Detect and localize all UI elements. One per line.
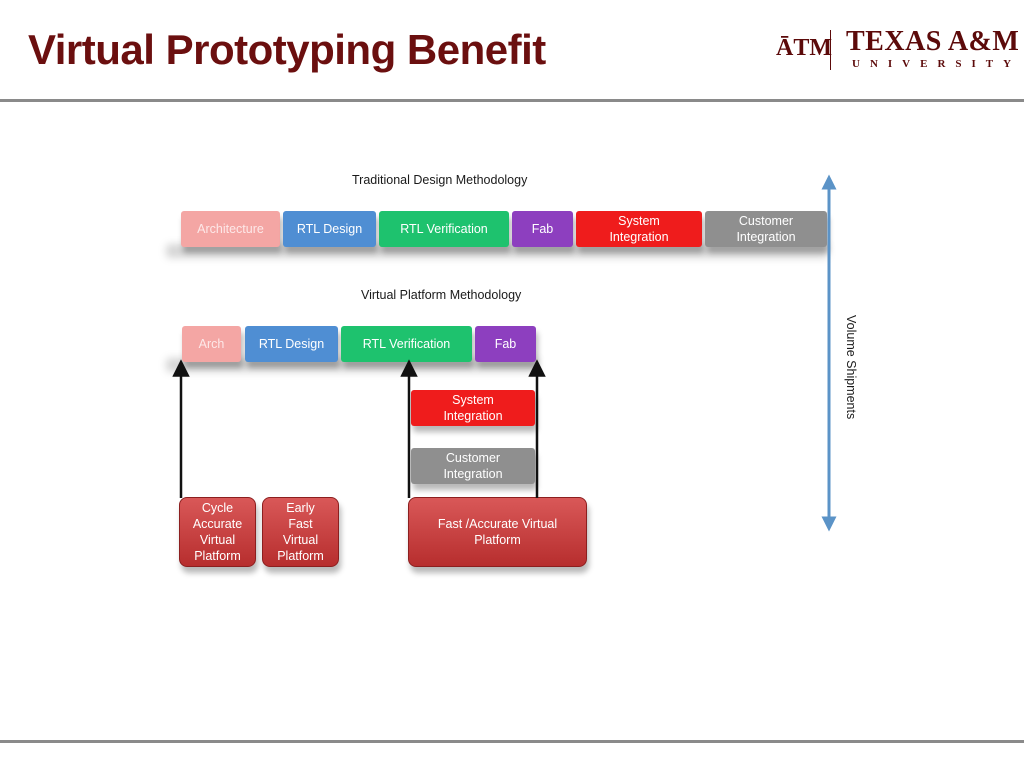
logo-name: TEXAS A&M [846, 26, 1020, 57]
platform-early-fast: Early Fast Virtual Platform [262, 497, 339, 567]
virtual-customer-integration: Customer Integration [411, 448, 535, 484]
traditional-stage-architecture: Architecture [181, 211, 280, 247]
logo-subtitle: UNIVERSITY [852, 58, 1022, 70]
slide-title: Virtual Prototyping Benefit [28, 26, 546, 73]
university-logo: ĀTM TEXAS A&M UNIVERSITY [776, 26, 1020, 76]
footer-divider [0, 740, 1024, 743]
traditional-timeline-shadow [166, 244, 828, 258]
platform-cycle-accurate: Cycle Accurate Virtual Platform [179, 497, 256, 567]
virtual-stage-arch: Arch [182, 326, 241, 362]
virtual-system-integration: System Integration [411, 390, 535, 426]
header-divider [0, 99, 1024, 102]
volume-shipments-label: Volume Shipments [844, 315, 858, 420]
virtual-heading: Virtual Platform Methodology [361, 288, 522, 302]
traditional-stage-fab: Fab [512, 211, 573, 247]
virtual-stage-fab: Fab [475, 326, 536, 362]
traditional-stage-rtl-verification: RTL Verification [379, 211, 509, 247]
virtual-stage-rtl-design: RTL Design [245, 326, 338, 362]
traditional-heading: Traditional Design Methodology [352, 173, 528, 187]
logo-divider [830, 30, 831, 70]
traditional-stage-rtl-design: RTL Design [283, 211, 376, 247]
platform-fast-accurate: Fast /Accurate Virtual Platform [408, 497, 587, 567]
virtual-stage-rtl-verification: RTL Verification [341, 326, 472, 362]
traditional-stage-customer-integration: Customer Integration [705, 211, 827, 247]
traditional-stage-system-integration: System Integration [576, 211, 702, 247]
